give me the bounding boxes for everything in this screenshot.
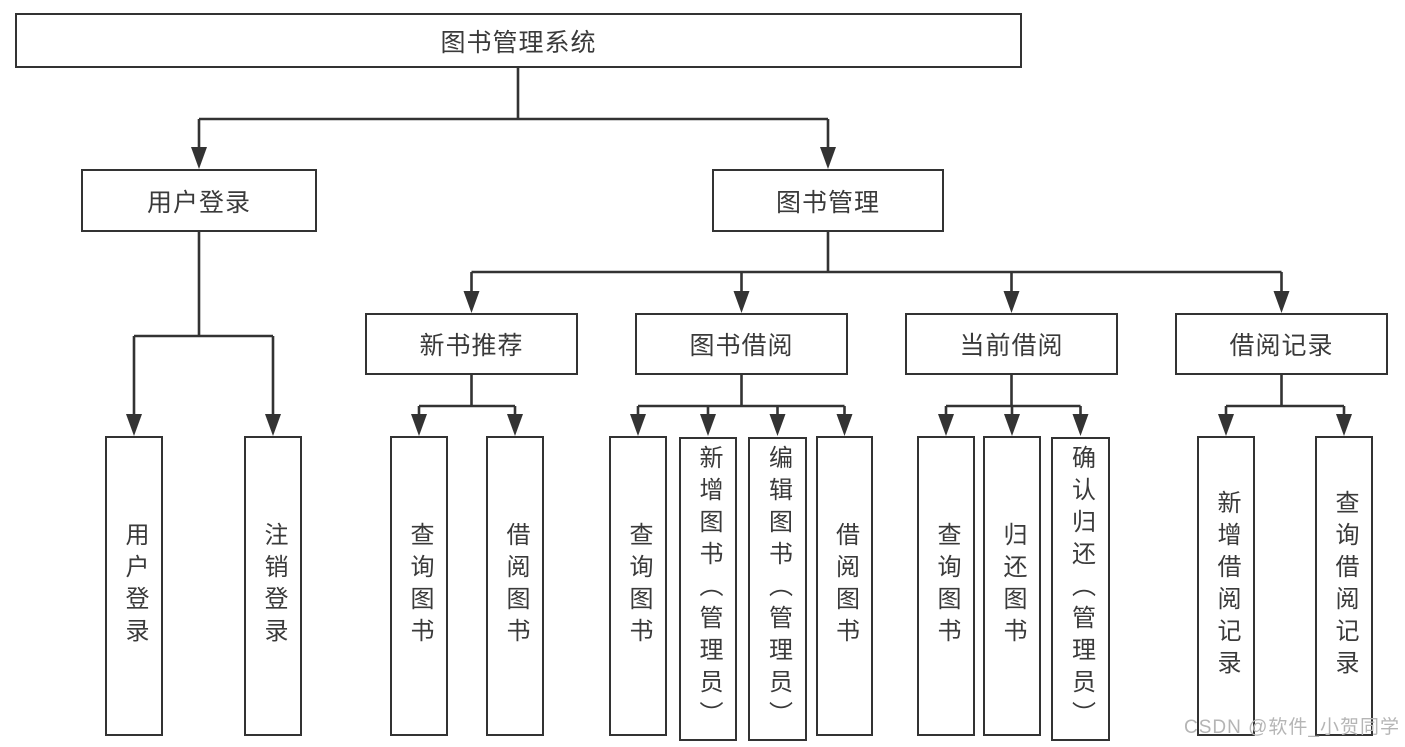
- node-book-management: 图书管理: [712, 169, 944, 232]
- leaf-query-books-current-label: 查询图书: [933, 522, 960, 650]
- leaf-edit-books-admin: 编辑图书（管理员）: [748, 437, 807, 741]
- leaf-add-books-admin: 新增图书（管理员）: [679, 437, 737, 741]
- node-new-book-recommend-label: 新书推荐: [419, 332, 524, 360]
- leaf-user-login-label: 用户登录: [121, 522, 148, 650]
- leaf-return-books: 归还图书: [983, 436, 1041, 736]
- node-root-label: 图书管理系统: [440, 28, 597, 57]
- leaf-query-books-current: 查询图书: [917, 436, 975, 736]
- watermark-text: CSDN @软件_小贺同学: [1184, 717, 1400, 738]
- leaf-edit-books-admin-label: 编辑图书（管理员）: [764, 445, 792, 733]
- leaf-borrow-books-borrowing: 借阅图书: [816, 436, 873, 736]
- leaf-logout-label: 注销登录: [260, 522, 287, 650]
- node-book-management-label: 图书管理: [775, 188, 880, 217]
- node-user-login: 用户登录: [81, 169, 317, 232]
- leaf-add-books-admin-label: 新增图书（管理员）: [695, 445, 722, 733]
- leaf-query-borrow-record: 查询借阅记录: [1315, 436, 1373, 736]
- leaf-query-books-recommend: 查询图书: [390, 436, 448, 736]
- leaf-return-books-label: 归还图书: [999, 522, 1026, 650]
- node-new-book-recommend: 新书推荐: [365, 313, 578, 375]
- leaf-user-login: 用户登录: [105, 436, 163, 736]
- leaf-query-books-borrowing-label: 查询图书: [625, 522, 652, 650]
- leaf-add-borrow-record-label: 新增借阅记录: [1213, 490, 1240, 682]
- leaf-query-books-recommend-label: 查询图书: [406, 522, 433, 650]
- node-root: 图书管理系统: [15, 13, 1022, 68]
- node-book-borrowing: 图书借阅: [635, 313, 848, 375]
- node-borrowing-records-label: 借阅记录: [1229, 332, 1334, 360]
- node-current-borrowing: 当前借阅: [905, 313, 1118, 375]
- node-borrowing-records: 借阅记录: [1175, 313, 1388, 375]
- node-user-login-label: 用户登录: [146, 188, 251, 217]
- leaf-query-borrow-record-label: 查询借阅记录: [1331, 490, 1358, 682]
- leaf-confirm-return-admin-label: 确认归还（管理员）: [1067, 445, 1095, 733]
- node-book-borrowing-label: 图书借阅: [689, 332, 794, 360]
- leaf-confirm-return-admin: 确认归还（管理员）: [1051, 437, 1110, 741]
- leaf-borrow-books-recommend-label: 借阅图书: [502, 522, 529, 650]
- node-current-borrowing-label: 当前借阅: [959, 332, 1064, 360]
- leaf-query-books-borrowing: 查询图书: [609, 436, 667, 736]
- leaf-logout: 注销登录: [244, 436, 302, 736]
- leaf-add-borrow-record: 新增借阅记录: [1197, 436, 1255, 736]
- leaf-borrow-books-borrowing-label: 借阅图书: [831, 522, 859, 650]
- leaf-borrow-books-recommend: 借阅图书: [486, 436, 544, 736]
